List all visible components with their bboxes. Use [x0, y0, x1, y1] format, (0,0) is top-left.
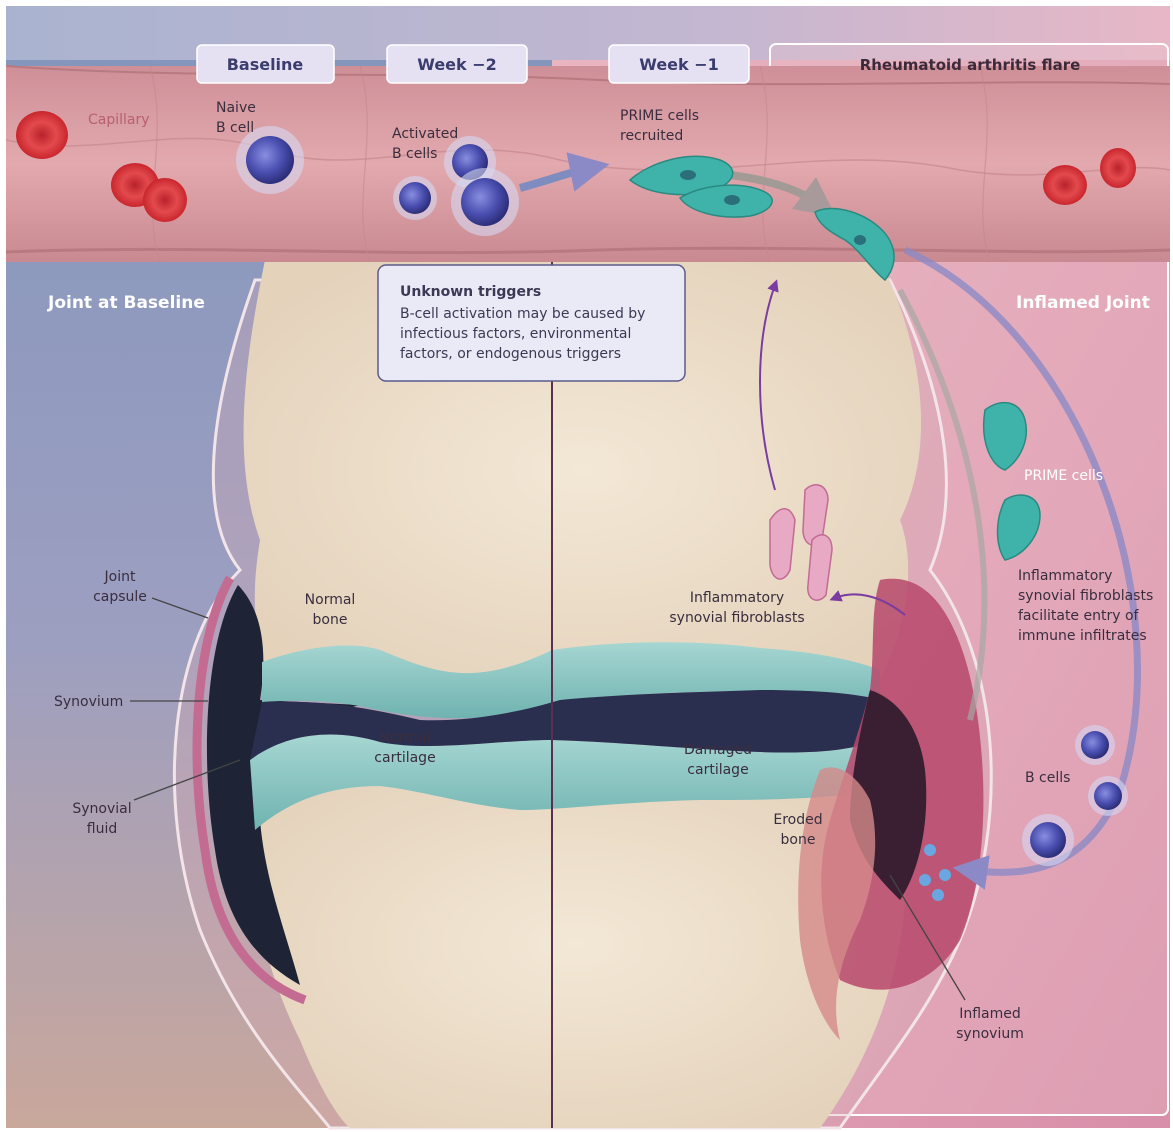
- eroded-bone-label-2: bone: [781, 832, 816, 848]
- unknown-triggers-callout: Unknown triggers B-cell activation may b…: [378, 265, 685, 381]
- b-cells-label: B cells: [1025, 770, 1070, 786]
- svg-text:factors, or endogenous trigger: factors, or endogenous triggers: [400, 346, 621, 362]
- fibroblast-note-2: synovial fibroblasts: [1018, 588, 1153, 604]
- fibroblast-note-3: facilitate entry of: [1018, 608, 1140, 624]
- joint: [174, 260, 991, 1128]
- synovium-label: Synovium: [54, 694, 123, 710]
- fibroblast-note-4: immune infiltrates: [1018, 628, 1147, 644]
- right-panel-title: Inflamed Joint: [1016, 293, 1150, 313]
- inflamed-synovium-label-2: synovium: [956, 1026, 1024, 1042]
- capillary-label: Capillary: [88, 112, 150, 128]
- svg-text:Unknown triggers: Unknown triggers: [400, 284, 541, 300]
- fibroblast-note-1: Inflammatory: [1018, 568, 1112, 584]
- naive-b-cell-label-1: Naive: [216, 100, 256, 116]
- blood-vessel: [6, 66, 1170, 262]
- activated-b-cells-label-1: Activated: [392, 126, 458, 142]
- normal-cartilage-label-2: cartilage: [374, 750, 435, 766]
- damaged-cartilage-label-2: cartilage: [687, 762, 748, 778]
- svg-text:Week −2: Week −2: [417, 55, 497, 74]
- normal-bone-label-2: bone: [313, 612, 348, 628]
- synovial-fluid-label-1: Synovial: [72, 801, 131, 817]
- prime-recruited-label-2: recruited: [620, 128, 683, 144]
- prime-recruited-label-1: PRIME cells: [620, 108, 699, 124]
- svg-text:Week −1: Week −1: [639, 55, 719, 74]
- left-panel-title: Joint at Baseline: [47, 293, 205, 313]
- joint-capsule-label-1: Joint: [104, 569, 136, 585]
- tab-week-minus-2: Week −2: [387, 45, 527, 83]
- joint-capsule-label-2: capsule: [93, 589, 147, 605]
- inflamed-synovium-label-1: Inflamed: [959, 1006, 1021, 1022]
- svg-text:infectious factors, environmen: infectious factors, environmental: [400, 326, 631, 342]
- activated-b-cells-label-2: B cells: [392, 146, 437, 162]
- eroded-bone-label-1: Eroded: [773, 812, 822, 828]
- inflammatory-fibroblasts-label-1: Inflammatory: [690, 590, 784, 606]
- naive-b-cell-label-2: B cell: [216, 120, 254, 136]
- inflammatory-fibroblasts-label-2: synovial fibroblasts: [669, 610, 804, 626]
- tab-week-minus-1: Week −1: [609, 45, 749, 83]
- tab-baseline: Baseline: [197, 45, 334, 83]
- svg-text:Rheumatoid arthritis flare: Rheumatoid arthritis flare: [860, 56, 1081, 74]
- tab-ra-flare: Rheumatoid arthritis flare: [860, 56, 1081, 74]
- normal-bone-label-1: Normal: [305, 592, 356, 608]
- svg-text:B-cell activation may be cause: B-cell activation may be caused by: [400, 306, 645, 322]
- synovial-fluid-label-2: fluid: [87, 821, 117, 837]
- prime-cells-label: PRIME cells: [1024, 468, 1103, 484]
- normal-cartilage-label-1: Normal: [380, 730, 431, 746]
- damaged-cartilage-label-1: Damaged: [684, 742, 752, 758]
- svg-text:Baseline: Baseline: [227, 55, 304, 74]
